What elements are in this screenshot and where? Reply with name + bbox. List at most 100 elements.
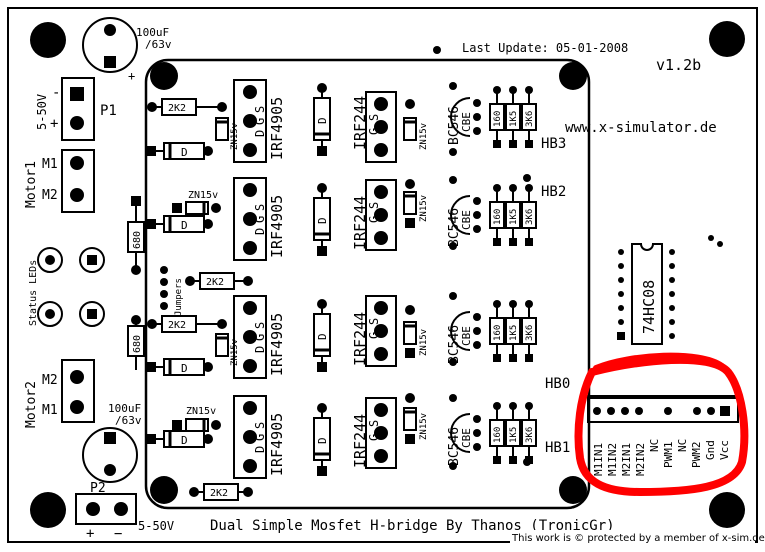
- r1k5-hb1: 1K5: [509, 427, 519, 443]
- bc546-hb1-pins: CBE: [460, 428, 473, 448]
- p1-voltage: 5-50V: [35, 94, 49, 130]
- zener-right-4: ZN15v: [403, 393, 429, 444]
- diode-left-3: D: [146, 358, 213, 376]
- r2k2-2-label: 2K2: [206, 277, 224, 288]
- irf4905-3-pin-s: S: [253, 322, 267, 329]
- diode-mid-4: D: [313, 403, 331, 476]
- zener-right-3: ZN15v: [403, 305, 429, 358]
- pin-nc1: NC: [648, 439, 661, 452]
- diode-mid-1-label: D: [316, 117, 329, 124]
- bc546-hb3-label: BC546: [447, 106, 462, 145]
- diode-mid-1: D: [313, 83, 331, 156]
- mount-hole-hs3: [150, 476, 178, 504]
- mount-hole-br: [709, 492, 745, 528]
- zener-right-1-label: ZN15v: [419, 123, 429, 150]
- diode-left-1-label: D: [181, 146, 188, 159]
- irf4905-3-pin-d: D: [253, 346, 267, 353]
- pin-m2in2: M2IN2: [634, 443, 647, 476]
- r3k6-hb1: 3K6: [525, 427, 535, 443]
- p2-plus: +: [86, 526, 94, 542]
- resistor-2k2-4: 2K2: [189, 483, 253, 501]
- cap-bottom-voltage: /63v: [115, 414, 142, 427]
- r2k2-1-label: 2K2: [168, 103, 186, 114]
- irf4905-2-pin-s: S: [253, 204, 267, 211]
- bc546-hb2-pins: CBE: [460, 210, 473, 230]
- mosfet-irf244-4: G S IRF244: [351, 397, 397, 469]
- motor2-pin2: M1: [42, 403, 58, 418]
- zener-right-3-label: ZN15v: [419, 329, 429, 356]
- mount-hole-hs1: [150, 62, 178, 90]
- capacitor-top: 100uF /63v +: [82, 17, 172, 83]
- diode-left-1: D: [146, 142, 213, 160]
- bc546-hb1-label: BC546: [447, 427, 462, 466]
- motor1-pin1: M1: [42, 157, 58, 172]
- r160-hb2: 160: [493, 209, 503, 225]
- resistor-2k2-3: 2K2: [147, 315, 227, 333]
- mosfet-irf4905-3: S G D IRF4905: [233, 295, 286, 379]
- irf4905-2-pin-g: G: [253, 216, 267, 223]
- resistor-2k2-2: 2K2: [185, 272, 253, 290]
- r1k5-hb2: 1K5: [509, 209, 519, 225]
- mount-hole-hs4: [559, 476, 587, 504]
- r2k2-3-label: 2K2: [168, 320, 186, 331]
- hb1-label: HB1: [545, 440, 570, 456]
- diode-mid-4-label: D: [316, 437, 329, 444]
- r3k6-hb2: 3K6: [525, 209, 535, 225]
- irf4905-1-pin-d: D: [253, 130, 267, 137]
- irf4905-2-label: IRF4905: [268, 195, 286, 258]
- p1-label: P1: [100, 103, 117, 119]
- mosfet-irf4905-4: S G D IRF4905: [233, 395, 286, 479]
- diode-mid-3-label: D: [316, 333, 329, 340]
- jumpers-label: Jumpers: [174, 278, 184, 316]
- r1k5-hb0: 1K5: [509, 325, 519, 341]
- highlight-stroke: [593, 352, 725, 371]
- bc546-hb2-pin-c: C: [460, 223, 473, 230]
- bc546-hb3-pin-e: E: [460, 112, 473, 119]
- p1-minus: -: [52, 85, 60, 101]
- diode-left-4-label: D: [181, 434, 188, 447]
- bc546-hb3-pin-b: B: [460, 118, 473, 125]
- zener-left-2: ZN15v: [172, 190, 221, 215]
- irf244-3-label: IRF244: [351, 312, 369, 366]
- resistor-680-upper: 680: [127, 196, 145, 275]
- version: v1.2b: [656, 56, 701, 74]
- zener-left-4: ZN15v: [172, 406, 221, 432]
- irf244-1-pin-s: S: [367, 114, 381, 121]
- pad-ic-2: [717, 241, 723, 247]
- irf244-4-pin-g: G: [367, 434, 381, 441]
- zener-right-4-label: ZN15v: [419, 413, 429, 440]
- p2-minus: −: [114, 526, 122, 542]
- motor2-label: Motor2: [24, 381, 39, 428]
- bc546-hb1-pin-c: C: [460, 441, 473, 448]
- diode-left-2: D: [146, 215, 213, 233]
- irf244-1-pin-g: G: [367, 128, 381, 135]
- p2-label: P2: [90, 481, 106, 496]
- bc546-hb1-pin-e: E: [460, 428, 473, 435]
- hb2-pad: [523, 174, 531, 182]
- irf4905-4-pin-s: S: [253, 422, 267, 429]
- bc546-hb3-pins: CBE: [460, 112, 473, 132]
- ic-74hc08-label: 74HC08: [640, 280, 658, 334]
- pad-ic-1: [708, 235, 714, 241]
- irf244-4-pin-s: S: [367, 420, 381, 427]
- r160-hb0: 160: [493, 325, 503, 341]
- diode-left-2-label: D: [181, 219, 188, 232]
- cap-top-plus: +: [128, 69, 135, 83]
- pin-m2in1: M2IN1: [620, 443, 633, 476]
- hb1-pad: [523, 458, 531, 466]
- heatsink-outline: [144, 58, 591, 510]
- status-leds-label: Status LEDs: [28, 260, 39, 326]
- irf4905-2-pin-d: D: [253, 228, 267, 235]
- cap-top-voltage: /63v: [145, 38, 172, 51]
- r3k6-hb3: 3K6: [525, 111, 535, 127]
- p2-voltage: 5-50V: [138, 519, 174, 533]
- r3k6-hb0: 3K6: [525, 325, 535, 341]
- protection-note: This work is © protected by a member of …: [511, 533, 765, 544]
- r160-hb3: 160: [493, 111, 503, 127]
- irf244-2-label: IRF244: [351, 196, 369, 250]
- diode-left-3-label: D: [181, 362, 188, 375]
- r2k2-4-label: 2K2: [210, 488, 228, 499]
- pin-gnd: Gnd: [704, 440, 717, 460]
- bc546-group-hb2: CBE BC546 160 1K5 3K6: [447, 176, 537, 250]
